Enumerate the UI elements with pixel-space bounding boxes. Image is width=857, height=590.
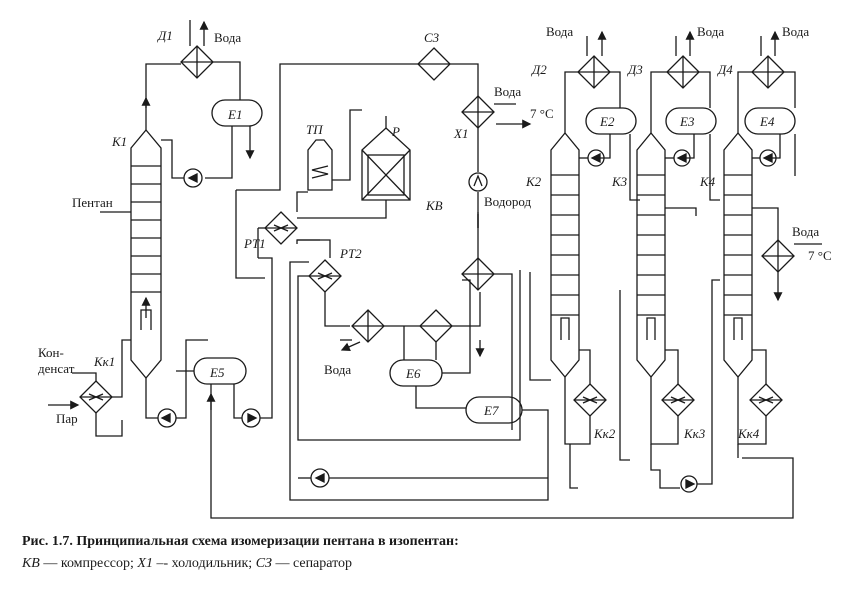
- label-kk3: Кк3: [683, 426, 706, 441]
- label-d1: Д1: [156, 28, 173, 43]
- label-pentan: Пентан: [72, 195, 113, 210]
- label-temp-k4: 7 °С: [808, 248, 832, 263]
- column-k2: [550, 131, 580, 379]
- caption-title: Рис. 1.7. Принципиальная схема изомериза…: [22, 534, 459, 549]
- condenser-d1: [180, 45, 214, 79]
- label-e6: Е6: [405, 366, 421, 381]
- separator-s3: [417, 47, 451, 81]
- label-kondensat-1: Кон-: [38, 345, 64, 360]
- label-rt1: РТ1: [243, 236, 266, 251]
- figure-caption: Рис. 1.7. Принципиальная схема изомериза…: [22, 534, 842, 572]
- label-water-d1: Вода: [214, 30, 241, 45]
- reboiler-kk1: [79, 380, 113, 414]
- condenser-d3: [666, 55, 700, 89]
- label-d3: Д3: [626, 62, 643, 77]
- column-k3: [636, 131, 666, 379]
- label-e1: Е1: [227, 107, 242, 122]
- legend-text-x1: –- холодильник;: [152, 556, 256, 571]
- legend-abbr-kv: КВ: [22, 556, 40, 571]
- label-kk4: Кк4: [737, 426, 760, 441]
- label-kv: КВ: [425, 198, 443, 213]
- label-r: Р: [391, 124, 400, 139]
- label-k1: К1: [111, 134, 127, 149]
- heat-exchanger-rt2: [308, 259, 342, 293]
- legend-abbr-s3: СЗ: [255, 556, 272, 571]
- legend-abbr-x1: Х1: [137, 556, 153, 571]
- label-water-d2: Вода: [546, 24, 573, 39]
- label-s3: С3: [424, 30, 440, 45]
- label-par: Пар: [56, 411, 78, 426]
- separator-2: [419, 309, 453, 343]
- label-d2: Д2: [530, 62, 547, 77]
- heat-exchanger-rt1: [264, 211, 298, 245]
- legend-text-kv: — компрессор;: [39, 556, 138, 571]
- label-e7: Е7: [483, 403, 499, 418]
- label-e5: Е5: [209, 365, 225, 380]
- label-rt2: РТ2: [339, 246, 362, 261]
- label-temp-x1: 7 °С: [530, 106, 554, 121]
- label-kk1: Кк1: [93, 354, 115, 369]
- label-d4: Д4: [716, 62, 733, 77]
- caption-legend: КВ — компрессор; Х1 –- холодильник; СЗ —…: [22, 556, 842, 572]
- vessel-e2: [585, 107, 637, 135]
- label-vodorod: Водород: [484, 194, 532, 209]
- reboiler-kk3: [661, 383, 695, 417]
- condenser-d2: [577, 55, 611, 89]
- label-water-x1: Вода: [494, 84, 521, 99]
- process-flow-diagram: Д1 Вода Е1 К1 Пентан Кон- денсат Кк1 Пар…: [38, 20, 832, 519]
- label-x1: Х1: [453, 126, 468, 141]
- vessel-e4: [744, 107, 796, 135]
- label-e2: Е2: [599, 114, 615, 129]
- label-water-cooler: Вода: [324, 362, 351, 377]
- reactor-p: [361, 127, 411, 201]
- furnace-tp: [307, 139, 333, 191]
- cooler-k4-product: [761, 239, 795, 273]
- label-e3: Е3: [679, 114, 695, 129]
- compressor-kv: [468, 172, 488, 192]
- column-k1: [130, 128, 162, 380]
- column-k4: [723, 131, 753, 379]
- condenser-d4: [751, 55, 785, 89]
- cooler-x1: [461, 95, 495, 129]
- vessel-e3: [665, 107, 717, 135]
- label-water-d4: Вода: [782, 24, 809, 39]
- reboiler-kk2: [573, 383, 607, 417]
- label-kk2: Кк2: [593, 426, 616, 441]
- vessel-e1: [211, 99, 263, 127]
- label-tp: ТП: [306, 122, 324, 137]
- legend-text-s3: — сепаратор: [271, 556, 353, 571]
- reboiler-kk4: [749, 383, 783, 417]
- label-k3: К3: [611, 174, 628, 189]
- separator-1: [461, 257, 495, 291]
- water-cooler: [351, 309, 385, 343]
- label-water-k4-cooler: Вода: [792, 224, 819, 239]
- label-kondensat-2: денсат: [38, 361, 75, 376]
- label-k2: К2: [525, 174, 542, 189]
- label-e4: Е4: [759, 114, 775, 129]
- label-water-d3: Вода: [697, 24, 724, 39]
- label-k4: К4: [699, 174, 716, 189]
